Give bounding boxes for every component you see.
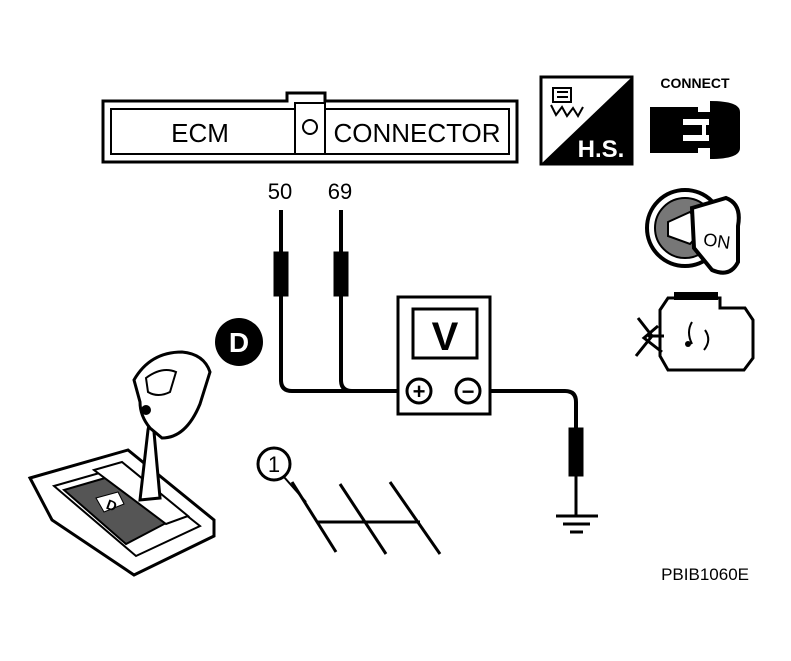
positive-terminal-icon xyxy=(405,377,433,405)
connector-icon: CONNECT xyxy=(650,75,740,159)
connector-left-label: ECM xyxy=(171,118,229,148)
voltmeter-symbol: V xyxy=(432,315,459,359)
harness-illustration xyxy=(290,481,442,555)
callout-label: 1 xyxy=(268,452,280,477)
connect-label: CONNECT xyxy=(660,75,730,91)
voltmeter: V + − xyxy=(396,295,492,416)
hand-sensor-label: H.S. xyxy=(578,136,625,163)
pin-label-negative: 69 xyxy=(328,179,352,204)
positive-terminal-label: + xyxy=(413,379,426,404)
shift-position-badge: D xyxy=(215,318,263,366)
engine-icon xyxy=(634,292,755,372)
ground-icon xyxy=(556,514,598,534)
callout-1: 1 xyxy=(256,446,307,503)
ignition-key-icon: ON xyxy=(645,188,741,275)
probe-wires xyxy=(273,210,584,516)
connector-lock-icon xyxy=(302,119,318,135)
ecm-connector: ECM CONNECTOR xyxy=(101,91,519,164)
negative-terminal-label: − xyxy=(462,379,475,404)
hand-sensor-icon: H.S. xyxy=(539,75,634,166)
shift-lever-icon: D xyxy=(27,350,216,577)
pin-label-positive: 50 xyxy=(268,179,292,204)
ignition-on-label: ON xyxy=(702,229,732,253)
negative-terminal-icon xyxy=(454,377,482,405)
shift-position-label: D xyxy=(229,327,249,358)
figure-code: PBIB1060E xyxy=(661,565,749,584)
connector-right-label: CONNECTOR xyxy=(333,118,500,148)
